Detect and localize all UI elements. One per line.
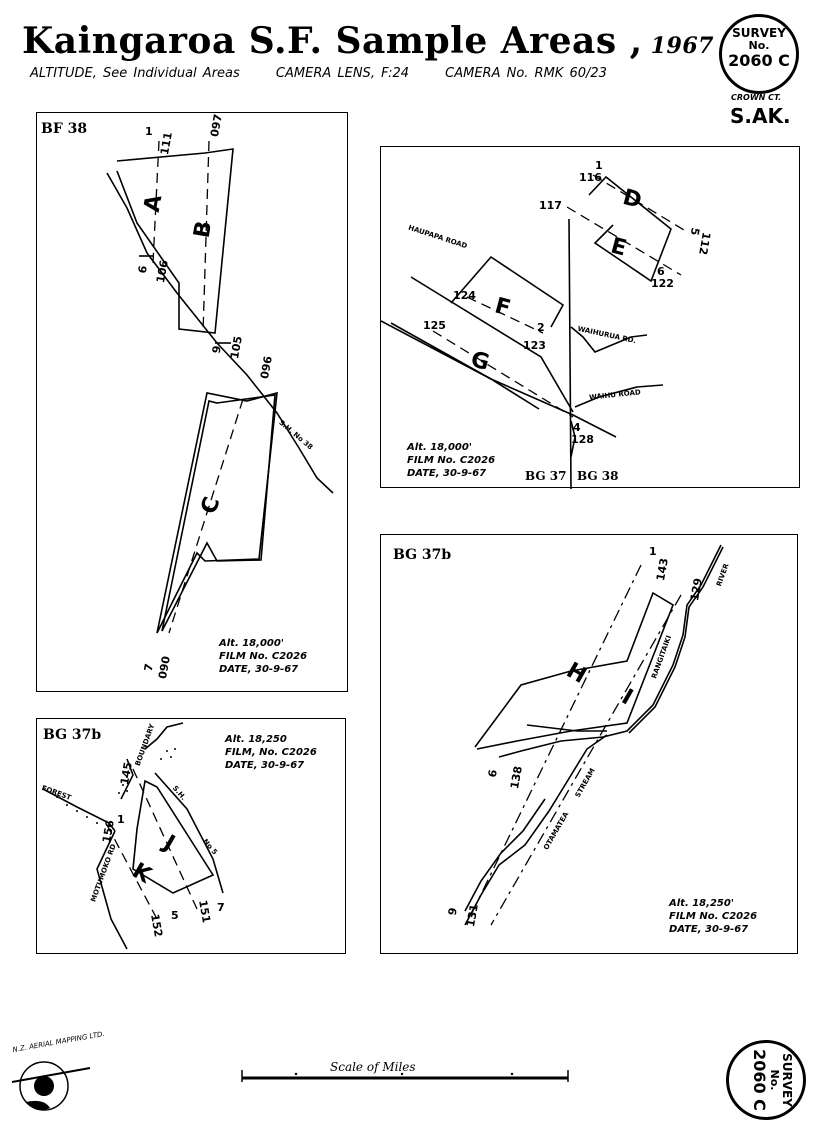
flight-info: Alt. 18,250 FILM, No. C2026 DATE, 30-9-6… [225,734,317,771]
mark-2: 2 [537,321,545,334]
crown-ct-note: CROWN CT. [731,93,782,102]
mark-1: 1 [145,125,153,138]
mark-1: 1 [649,545,657,558]
flight-info: Alt. 18,000' FILM No. C2026 DATE, 30-9-6… [219,638,308,675]
area-boundary-ab [116,148,234,334]
mark-7: 7 [217,901,225,914]
camera-number-note: CAMERA No. RMK 60/23 [445,66,607,81]
panel-label: BF 38 [41,121,88,137]
panel-bg37-bg38: D E F G 1 116 117 5 112 6 122 124 2 123 … [380,146,800,489]
panel-bf38: BF 38 A B C 1 111 097 6 106 9 105 096 7 … [36,112,348,692]
panel-bg37-bg38-map [381,174,690,489]
mark-128: 128 [571,433,594,446]
survey-stamp-bottom: SURVEY No. 2060 C [726,1040,806,1120]
panel-bf38-map [106,140,334,634]
mark-125: 125 [423,319,446,332]
survey-stamp-top: SURVEY No. 2060 C [719,14,799,94]
area-boundary-de [588,175,672,283]
panel-label-right: BG 38 [577,469,619,483]
panel-bg37b-small: BG 37b J K 145 1 156 5 152 151 7 BOUNDAR… [36,718,346,954]
area-boundary-h [474,591,674,750]
map-year: 1967 [650,33,714,59]
panel-label: BG 37b [43,727,102,743]
logo-graphic [11,1061,91,1111]
area-boundary-f [450,255,565,328]
scale-label: Scale of Miles [330,1060,416,1074]
panel-bg37b-large-map [464,544,724,926]
panel-label: BG 37b [393,547,452,563]
scale-bar-graphic [241,1070,569,1082]
mark-116: 116 [579,171,602,184]
mark-122: 122 [651,277,674,290]
area-boundary-jk [132,779,215,894]
mark-124: 124 [453,289,476,302]
mark-4: 4 [573,421,581,434]
mark-6: 6 [657,265,665,278]
scale-bar: Scale of Miles [240,1060,570,1090]
flight-info: Alt. 18,000' FILM No. C2026 DATE, 30-9-6… [407,442,496,479]
panel-label-left: BG 37 [525,469,567,483]
area-boundary-c [156,391,278,634]
area-boundary-g [410,276,574,413]
mark-5: 5 [171,909,179,922]
mark-123: 123 [523,339,546,352]
map-subtitle: ALTITUDE, See Individual Areas CAMERA LE… [30,66,637,81]
camera-lens-note: CAMERA LENS, F:24 [275,66,410,81]
panel-bg37b-large: BG 37b H I 1 143 129 6 138 9 131 RANGITA… [380,534,798,954]
flight-info: Alt. 18,250' FILM No. C2026 DATE, 30-9-6… [669,898,758,935]
mark-1: 1 [117,813,125,826]
mark-117: 117 [539,199,562,212]
mark-1: 1 [595,159,603,172]
panel-bg37b-small-map [42,722,224,950]
nz-aerial-mapping-logo: N.Z. AERIAL MAPPING LTD. [6,1030,105,1118]
altitude-note: ALTITUDE, See Individual Areas [30,66,240,81]
map-title: Kaingaroa S.F. Sample Areas ,1967 [22,20,714,62]
sak-label: S.AK. [730,104,791,128]
